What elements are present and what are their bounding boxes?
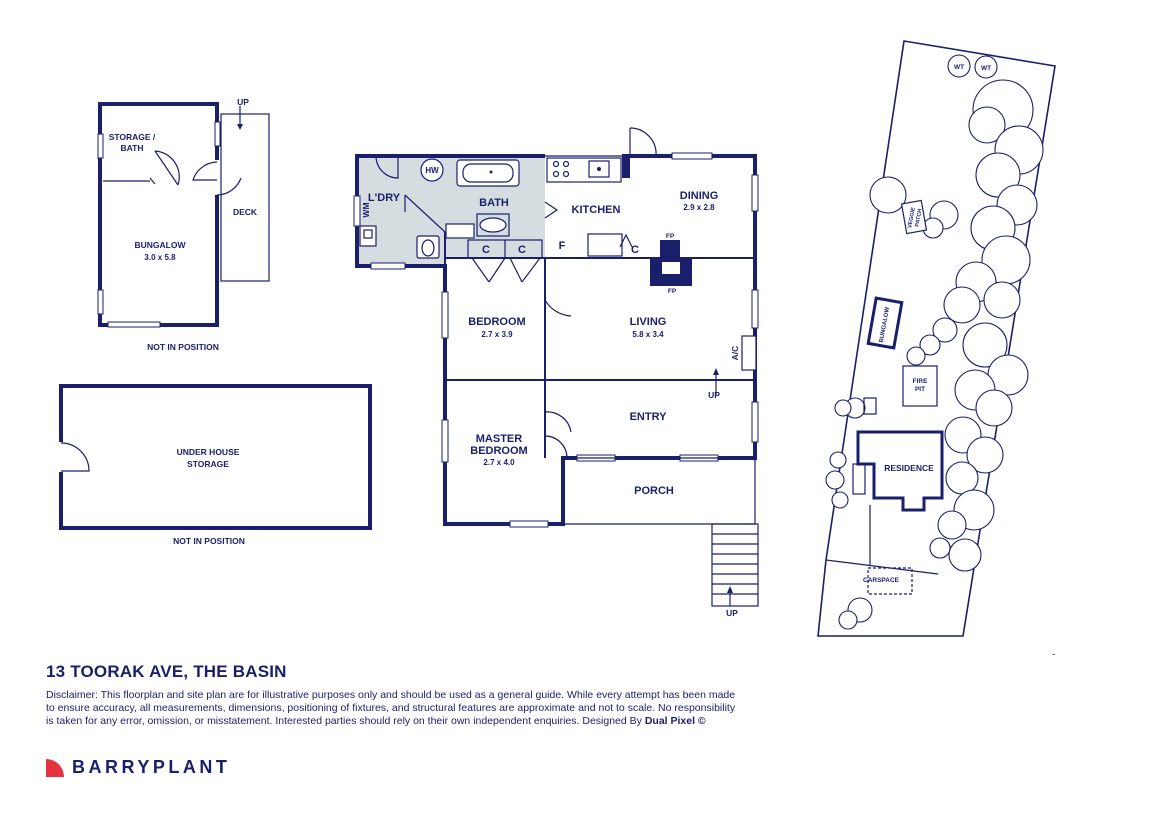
disclaimer-body: Disclaimer: This floorplan and site plan… [46,689,736,727]
cupboard-label-1: C [482,244,490,256]
cupboard-label-3: C [631,244,639,256]
compass-rose-icon: N [1039,649,1062,655]
residence-label: RESIDENCE [884,463,934,473]
master-bedroom-dims: 2.7 x 4.0 [483,458,515,467]
living-up-label: UP [708,390,720,400]
carspace-outline [867,567,913,595]
water-tank-icon [974,55,998,79]
designer-credit: Dual Pixel © [644,715,706,727]
living-label: LIVING [630,316,667,328]
under-house-label-1: UNDER HOUSE [177,447,240,457]
water-tank-label-1: WT [954,64,964,71]
property-address: 13 TOORAK AVE, THE BASIN [46,662,287,681]
site-bungalow [866,296,904,350]
deck-up-label: UP [237,97,249,107]
porch-up-label: UP [726,608,738,618]
master-bedroom-label-1: MASTER [476,433,523,445]
under-house-label-2: STORAGE [187,459,229,469]
wm-label: WM [361,202,371,217]
compass-north-label: N [1039,649,1062,655]
water-tank-label-2: WT [981,65,991,72]
storage-bath-label-2: BATH [121,143,144,153]
barryplant-logo-icon [46,758,64,777]
storage-walls [59,384,372,530]
fridge-label: F [559,240,566,252]
fireplace-label-top: FP [666,233,675,240]
hot-water-icon [420,158,444,182]
site-plan: CARSPACE WT WT VEGGIE PATCH [817,40,1056,637]
porch-steps [711,523,759,607]
veggie-patch-label-1: VEGGIE [907,207,917,229]
carspace-label: CARSPACE [863,577,900,584]
storage-not-in-position: NOT IN POSITION [173,536,245,546]
laundry-label: L'DRY [368,192,401,204]
cupboard-label-2: C [518,244,526,256]
dining-label: DINING [680,190,719,202]
fire-pit-label-2: PIT [915,386,925,393]
disclaimer-text: Disclaimer: This floorplan and site plan… [46,689,736,728]
site-bungalow-label: BUNGALOW [879,306,891,343]
fire-pit [902,365,938,407]
dining-dims: 2.9 x 2.8 [683,203,715,212]
trees [825,79,1044,630]
storage-bath-label-1: STORAGE / [109,132,156,142]
kitchen-label: KITCHEN [572,204,621,216]
bungalow-not-in-position: NOT IN POSITION [147,342,219,352]
porch-label: PORCH [634,485,674,497]
ac-label: A/C [730,346,740,361]
brand-logo: BARRYPLANT [46,757,230,778]
bungalow-plan: UP DECK STORAGE / BATH BUNGALOW 3.0 x 5.… [97,97,270,352]
deck-label: DECK [233,207,258,217]
bath-label: BATH [479,197,509,209]
bungalow-label: BUNGALOW [135,240,187,250]
brand-name: BARRYPLANT [72,757,231,777]
veggie-patch-label-2: PATCH [914,208,923,227]
under-house-storage-plan: UNDER HOUSE STORAGE NOT IN POSITION [58,384,372,546]
veggie-patch [900,199,928,235]
floorplan-drawing: UP DECK STORAGE / BATH BUNGALOW 3.0 x 5.… [58,40,1063,655]
site-residence [856,430,944,512]
deck-outline [220,113,270,282]
master-bedroom-label-2: BEDROOM [470,445,527,457]
bedroom-label: BEDROOM [468,316,525,328]
hw-label: HW [425,166,439,175]
entry-label: ENTRY [630,411,668,423]
fire-pit-label-1: FIRE [913,378,928,385]
water-tank-icon [947,54,971,78]
bedroom-dims: 2.7 x 3.9 [481,330,513,339]
main-house-plan: HW FP FP L'DRY [353,127,759,618]
fireplace-label-bottom: FP [668,288,677,295]
living-dims: 5.8 x 3.4 [632,330,664,339]
bungalow-dims: 3.0 x 5.8 [144,253,176,262]
